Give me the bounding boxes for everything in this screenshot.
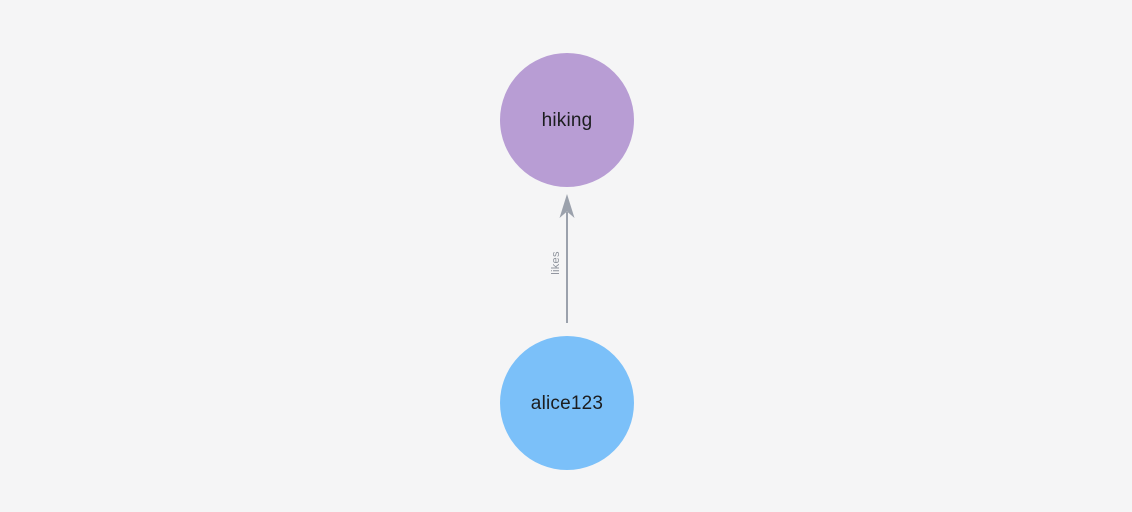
- node-alice123[interactable]: alice123: [500, 336, 634, 470]
- node-hiking[interactable]: hiking: [500, 53, 634, 187]
- edge-arrowhead: [559, 194, 575, 218]
- edge-label-likes: likes: [550, 251, 562, 275]
- node-alice123-label: alice123: [530, 392, 604, 414]
- node-hiking-label: hiking: [541, 109, 593, 131]
